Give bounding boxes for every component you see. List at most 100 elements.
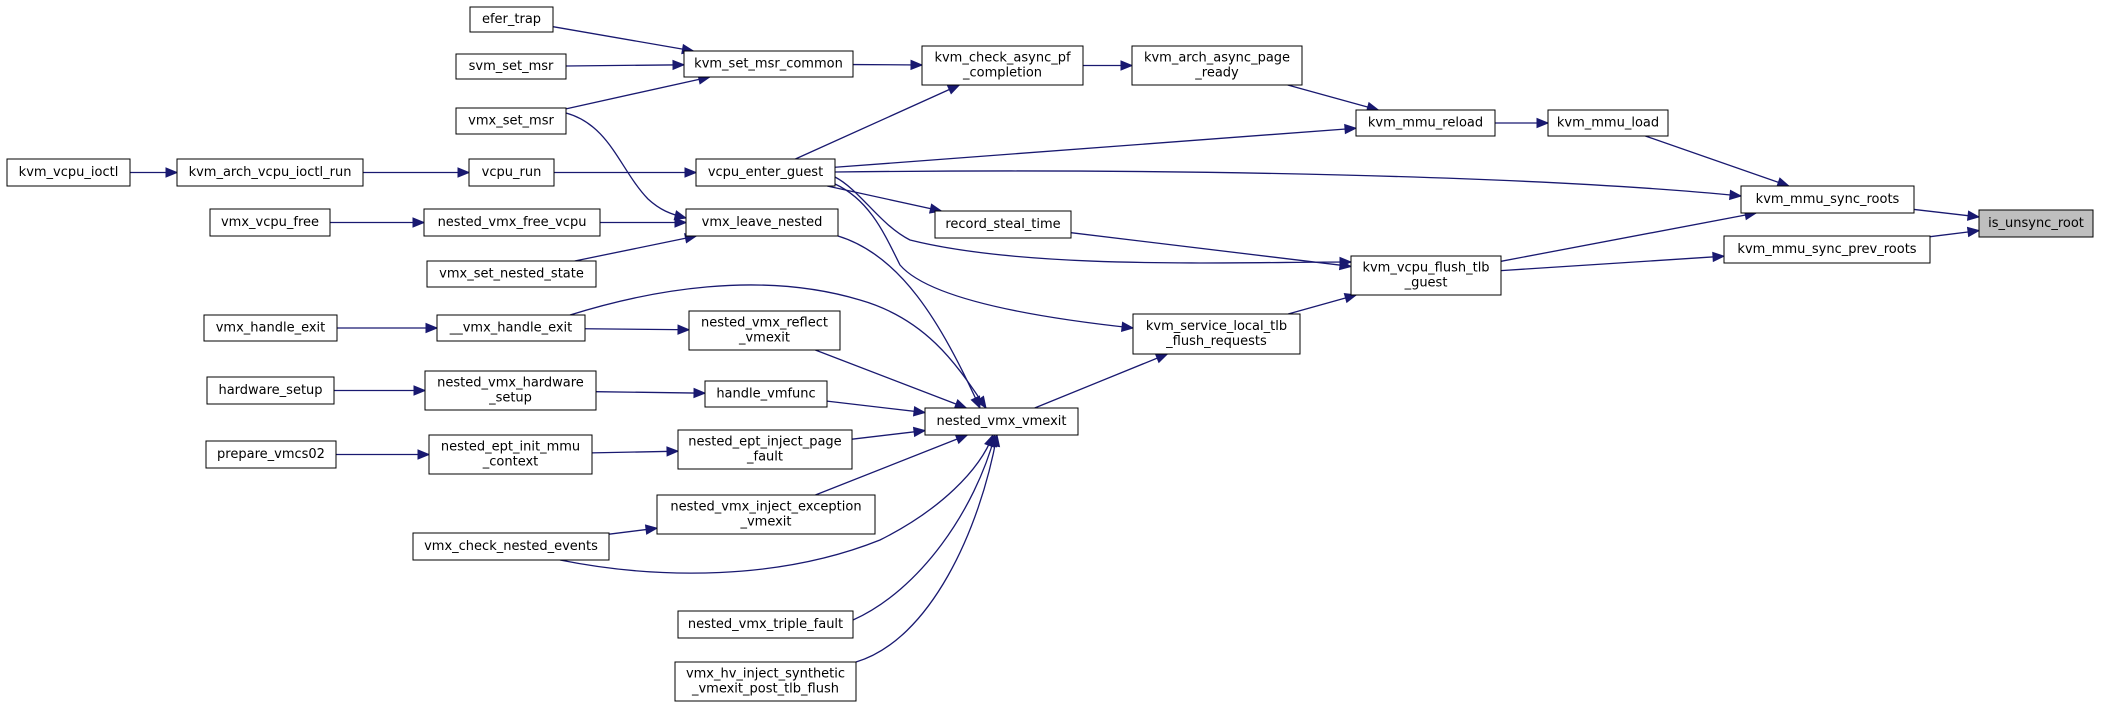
- edge-vmx_set_nested_state-to-vmx_leave_nested: [574, 233, 698, 262]
- edge-kvm_check_async_pf_completion-to-kvm_arch_async_page_ready: [1083, 60, 1134, 71]
- edge-vcpu_enter_guest-to-record_steal_time: [827, 185, 943, 214]
- node-label: vmx_vcpu_free: [221, 215, 319, 230]
- edge-kvm_vcpu_ioctl-to-kvm_arch_vcpu_ioctl_run: [130, 167, 179, 178]
- node-kvm-mmu-sync-roots[interactable]: kvm_mmu_sync_roots: [1740, 185, 1915, 214]
- edge-kvm_arch_vcpu_ioctl_run-to-vcpu_run: [363, 167, 471, 178]
- node-kvm-arch-vcpu-ioctl-run[interactable]: kvm_arch_vcpu_ioctl_run: [176, 158, 364, 187]
- node-nested-vmx-triple-fault[interactable]: nested_vmx_triple_fault: [677, 610, 854, 639]
- node-handle-vmfunc[interactable]: handle_vmfunc: [704, 380, 828, 408]
- node-vmx-leave-nested[interactable]: vmx_leave_nested: [685, 208, 839, 237]
- edge-vmx_hv_inject_synthetic_vmexit_post_tlb_flush-to-nested_vmx_vmexit: [855, 433, 1001, 663]
- node-vmx-handle-exit[interactable]: vmx_handle_exit: [203, 314, 338, 342]
- node-label: kvm_service_local_tlb: [1146, 319, 1287, 334]
- edge-nested_ept_inject_page_fault-to-nested_vmx_vmexit: [851, 426, 927, 440]
- node-label: kvm_set_msr_common: [694, 57, 843, 72]
- node-label: nested_ept_inject_page: [688, 435, 841, 450]
- node-nested-vmx-vmexit[interactable]: nested_vmx_vmexit: [924, 407, 1079, 436]
- node-kvm-mmu-reload[interactable]: kvm_mmu_reload: [1355, 109, 1496, 137]
- node-kvm-mmu-sync-prev-roots[interactable]: kvm_mmu_sync_prev_roots: [1723, 235, 1931, 264]
- edge-vmx_handle_exit-to-__vmx_handle_exit: [337, 322, 439, 334]
- node-label: _setup: [488, 391, 532, 406]
- node-vcpu-run[interactable]: vcpu_run: [468, 158, 555, 187]
- edge-prepare_vmcs02-to-nested_ept_init_mmu_context: [336, 449, 431, 460]
- node-label: kvm_mmu_load: [1557, 116, 1659, 131]
- edge-vmx_set_msr-to-vmx_leave_nested: [565, 112, 688, 221]
- node-hardware-setup[interactable]: hardware_setup: [206, 376, 335, 405]
- edge-kvm_vcpu_flush_tlb_guest-to-kvm_mmu_sync_prev_roots: [1500, 251, 1726, 272]
- node-nested-vmx-inject-exception-vmexit[interactable]: nested_vmx_inject_exception_vmexit: [656, 494, 876, 535]
- node-kvm-mmu-load[interactable]: kvm_mmu_load: [1547, 109, 1669, 137]
- node-label: prepare_vmcs02: [217, 447, 325, 462]
- nodes-layer: efer_trap svm_set_msr vmx_set_msr kvm_vcpu_…: [6, 6, 2094, 702]
- edge-vcpu_enter_guest-to-kvm_check_async_pf_completion: [795, 84, 961, 160]
- edge-vcpu_enter_guest-to-kvm_service_local_tlb_flush_requests: [834, 183, 1135, 332]
- node-label: _vmexit: [739, 515, 791, 530]
- edge-svm_set_msr-to-kvm_set_msr_common: [565, 59, 686, 71]
- node---vmx-handle-exit[interactable]: __vmx_handle_exit: [436, 314, 586, 342]
- node-label: vmx_check_nested_events: [424, 539, 598, 554]
- node-label: kvm_vcpu_ioctl: [19, 165, 119, 180]
- node-efer-trap[interactable]: efer_trap: [469, 6, 554, 33]
- node-label: nested_vmx_free_vcpu: [438, 215, 587, 230]
- node-nested-vmx-free-vcpu[interactable]: nested_vmx_free_vcpu: [423, 208, 601, 237]
- node-nested-ept-init-mmu-context[interactable]: nested_ept_init_mmu_context: [428, 434, 593, 475]
- node-label: svm_set_msr: [469, 59, 554, 74]
- edge-kvm_mmu_load-to-kvm_mmu_sync_roots: [1645, 135, 1791, 188]
- node-label: _completion: [962, 66, 1042, 81]
- edge-kvm_service_local_tlb_flush_requests-to-kvm_vcpu_flush_tlb_guest: [1287, 293, 1358, 315]
- node-vmx-check-nested-events[interactable]: vmx_check_nested_events: [412, 532, 610, 561]
- edge-vmx_vcpu_free-to-nested_vmx_free_vcpu: [330, 217, 426, 228]
- edge-vmx_set_msr-to-kvm_set_msr_common: [565, 74, 712, 110]
- edge-nested_vmx_vmexit-to-kvm_service_local_tlb_flush_requests: [1034, 353, 1169, 409]
- node-record-steal-time[interactable]: record_steal_time: [934, 210, 1072, 239]
- node-label: nested_vmx_reflect: [701, 316, 828, 331]
- node-label: _vmexit: [738, 331, 790, 346]
- edge-kvm_mmu_sync_roots-to-is_unsync_root: [1913, 208, 1981, 221]
- edge-vmx_check_nested_events-to-nested_vmx_inject_exception_vmexit: [608, 524, 659, 535]
- node-label: vmx_leave_nested: [702, 215, 823, 230]
- node-label: _ready: [1194, 66, 1239, 81]
- edge-__vmx_handle_exit-to-nested_vmx_reflect_vmexit: [584, 324, 691, 335]
- node-kvm-set-msr-common[interactable]: kvm_set_msr_common: [683, 50, 854, 78]
- node-vmx-hv-inject-synthetic-vmexit-post-tlb-flush[interactable]: vmx_hv_inject_synthetic_vmexit_post_tlb_…: [674, 661, 857, 702]
- node-label: is_unsync_root: [1988, 216, 2084, 231]
- node-label: kvm_vcpu_flush_tlb: [1362, 261, 1489, 276]
- node-label: kvm_arch_async_page: [1144, 51, 1290, 66]
- node-label: efer_trap: [482, 12, 541, 27]
- node-label: kvm_mmu_sync_prev_roots: [1737, 242, 1916, 257]
- node-vmx-set-nested-state[interactable]: vmx_set_nested_state: [426, 260, 597, 288]
- node-kvm-service-local-tlb-flush-requests[interactable]: kvm_service_local_tlb_flush_requests: [1132, 313, 1301, 355]
- node-label: vcpu_enter_guest: [708, 165, 823, 180]
- node-vcpu-enter-guest[interactable]: vcpu_enter_guest: [695, 158, 836, 187]
- node-svm-set-msr[interactable]: svm_set_msr: [455, 53, 567, 80]
- edge-vcpu_enter_guest-to-kvm_mmu_sync_roots: [834, 170, 1743, 201]
- node-kvm-vcpu-ioctl[interactable]: kvm_vcpu_ioctl: [6, 158, 131, 187]
- node-nested-vmx-hardware-setup[interactable]: nested_vmx_hardware_setup: [424, 370, 597, 411]
- node-vmx-set-msr[interactable]: vmx_set_msr: [455, 107, 567, 135]
- node-kvm-vcpu-flush-tlb-guest[interactable]: kvm_vcpu_flush_tlb_guest: [1350, 255, 1502, 296]
- edge-kvm_arch_async_page_ready-to-kvm_mmu_reload: [1287, 84, 1380, 112]
- node-kvm-arch-async-page-ready[interactable]: kvm_arch_async_page_ready: [1131, 45, 1303, 86]
- edge-efer_trap-to-kvm_set_msr_common: [552, 26, 695, 55]
- node-label: nested_ept_init_mmu: [441, 440, 580, 455]
- edge-nested_ept_init_mmu_context-to-nested_ept_inject_page_fault: [591, 446, 680, 457]
- node-nested-ept-inject-page-fault[interactable]: nested_ept_inject_page_fault: [677, 429, 853, 470]
- node-label: __vmx_handle_exit: [449, 321, 573, 336]
- node-label: vmx_set_nested_state: [439, 267, 584, 282]
- edge-record_steal_time-to-kvm_vcpu_flush_tlb_guest: [1070, 232, 1353, 271]
- edge-vcpu_enter_guest-to-kvm_mmu_reload: [834, 123, 1358, 168]
- edge-vmx_leave_nested-to-nested_vmx_vmexit: [837, 235, 981, 410]
- node-label: nested_vmx_hardware: [437, 376, 584, 391]
- node-vmx-vcpu-free[interactable]: vmx_vcpu_free: [209, 208, 331, 237]
- edge-hardware_setup-to-nested_vmx_hardware_setup: [334, 385, 427, 396]
- edge-vcpu_run-to-vcpu_enter_guest: [554, 167, 698, 178]
- node-prepare-vmcs02[interactable]: prepare_vmcs02: [205, 440, 337, 469]
- node-label: _vmexit_post_tlb_flush: [691, 682, 839, 697]
- node-label: nested_vmx_inject_exception: [670, 500, 861, 515]
- edge-kvm_set_msr_common-to-kvm_check_async_pf_completion: [852, 59, 924, 71]
- node-is-unsync-root[interactable]: is_unsync_root: [1978, 209, 2094, 238]
- node-kvm-check-async-pf-completion[interactable]: kvm_check_async_pf_completion: [921, 45, 1084, 86]
- node-nested-vmx-reflect-vmexit[interactable]: nested_vmx_reflect_vmexit: [688, 310, 841, 351]
- node-label: kvm_arch_vcpu_ioctl_run: [189, 165, 352, 180]
